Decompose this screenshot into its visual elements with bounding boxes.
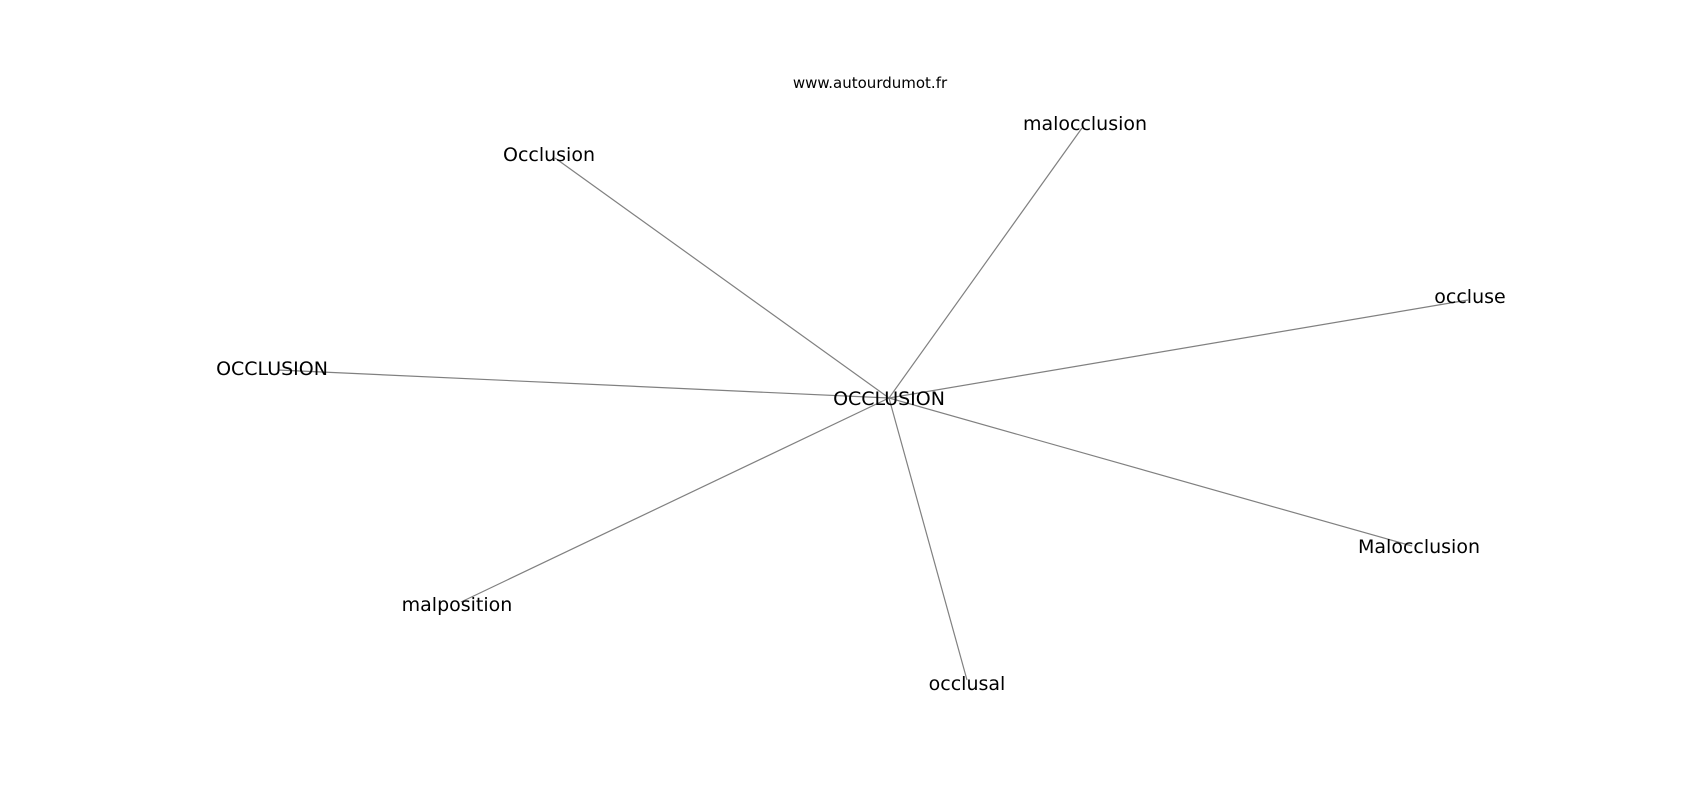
node-labels: OCCLUSION Occlusion malocclusion occluse…	[216, 113, 1506, 695]
edge-occlusion-upper	[277, 369, 890, 399]
edge-malposition	[460, 397, 890, 603]
edge-malocclusion-lower	[888, 127, 1083, 399]
edge-malocclusion-capital	[888, 397, 1413, 547]
node-label-occlusion: Occlusion	[503, 144, 595, 166]
edge-occlusion	[554, 157, 890, 399]
node-label-occlusion-upper: OCCLUSION	[216, 358, 328, 380]
edge-occlusal	[888, 397, 968, 681]
node-label-malocclusion-lower: malocclusion	[1023, 113, 1147, 135]
source-watermark: www.autourdumot.fr	[793, 74, 948, 92]
center-node-label: OCCLUSION	[833, 388, 945, 410]
node-label-occluse: occluse	[1434, 286, 1505, 308]
edge-occluse	[888, 299, 1469, 399]
graph-edges	[277, 127, 1469, 681]
node-label-malposition: malposition	[402, 594, 513, 616]
node-label-malocclusion-capital: Malocclusion	[1358, 536, 1480, 558]
node-label-occlusal: occlusal	[929, 673, 1006, 695]
